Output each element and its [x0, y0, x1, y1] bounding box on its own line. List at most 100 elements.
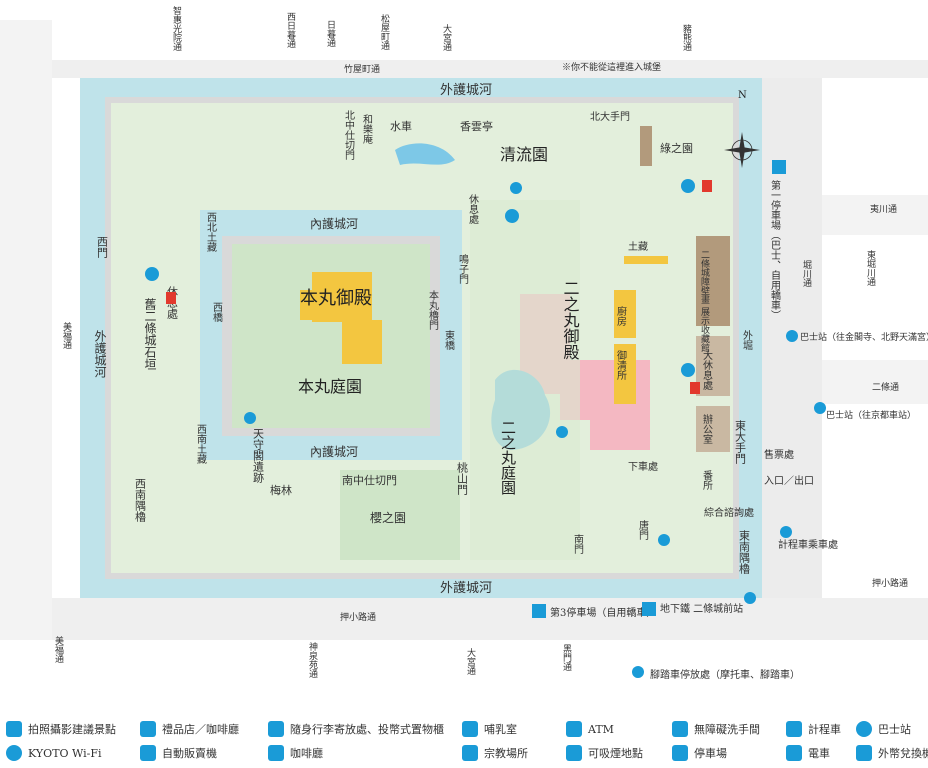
street-omiya-s: 大宮通	[465, 647, 476, 676]
se-turret-label: 東南隅櫓	[738, 530, 751, 575]
taxi-label: 計程車乘車處	[778, 538, 838, 551]
tenshu-ruins-label: 天守閣遺跡	[252, 428, 265, 484]
street-oshikoji-s: 押小路通	[340, 611, 376, 623]
legend-item: 宗教場所	[462, 742, 528, 764]
toilet-icon	[702, 180, 712, 192]
exhibition-hall-label: 二條城障壁畫 展示收藏館	[699, 250, 710, 353]
road-nijo	[822, 360, 928, 404]
legend-item: 禮品店／咖啡廳	[140, 718, 239, 740]
legend-item: 哺乳室	[462, 718, 517, 740]
legend-label: 自動販賣機	[162, 747, 217, 760]
baby-icon	[462, 721, 478, 737]
accessible-toilet-icon[interactable]	[145, 267, 159, 281]
compass-north-icon	[724, 132, 760, 168]
legend-label: 哺乳室	[484, 723, 517, 736]
seiryuen-stream	[395, 143, 455, 165]
legend-item: 巴士站	[856, 718, 911, 740]
bicycle-icon[interactable]	[632, 666, 644, 678]
legend-item: ATM	[566, 718, 614, 740]
honmaru-palace-building	[300, 272, 382, 364]
honmaru-garden-label: 本丸庭園	[298, 377, 362, 396]
street-nishi-higurashi: 西日暮通	[285, 12, 296, 49]
parking-icon[interactable]	[772, 160, 786, 174]
street-omiya-n: 大宮通	[441, 23, 452, 52]
legend-label: 隨身行李寄放處、投幣式置物櫃	[290, 723, 444, 736]
toilet-icon	[166, 292, 176, 304]
street-chieko: 智惠光院通	[171, 5, 182, 52]
taxi-icon[interactable]	[780, 526, 792, 538]
street-oshikoji-e: 押小路通	[872, 577, 908, 589]
midori-garden-label: 綠之園	[660, 141, 693, 155]
street-horikawa: 堀川通	[801, 260, 812, 288]
street-kuromon: 黑門通	[561, 644, 572, 672]
inner-moat-south-label: 內護城河	[310, 444, 358, 459]
taxi-icon	[786, 721, 802, 737]
notice-text: ※你不能從這裡進入城堡	[562, 61, 661, 73]
nw-storehouse-label: 西北土藏	[205, 212, 217, 253]
carriage-porch-label: 下車處	[628, 460, 658, 473]
legend-label: 無障礙洗手間	[694, 723, 760, 736]
north-ote-gate-label: 北大手門	[590, 110, 630, 123]
sw-turret-label: 西南隅櫓	[134, 478, 147, 523]
west-gate-label: 西門	[96, 236, 109, 259]
prayer-icon	[462, 745, 478, 761]
earth-storehouse-label: 土藏	[628, 240, 648, 253]
parking3-label: 第3停車場（自用轎車）	[550, 606, 656, 619]
camera-icon[interactable]	[658, 534, 670, 546]
accessible-toilet-icon[interactable]	[681, 363, 695, 377]
street-matsuya: 松屋町通	[379, 13, 390, 51]
legend-label: KYOTO Wi-Fi	[28, 746, 102, 760]
legend-label: 拍照攝影建議景點	[28, 723, 116, 736]
legend-label: ATM	[588, 722, 614, 736]
ninomaru-palace-label: 二之丸御殿	[561, 280, 580, 360]
road-takeya	[0, 60, 928, 78]
outer-moat-road-label: 外堀	[741, 330, 753, 351]
street-higurashi: 日暮通	[325, 20, 336, 48]
wifi-icon	[6, 745, 22, 761]
accessible-toilet-icon[interactable]	[681, 179, 695, 193]
east-bridge-label: 東橋	[443, 329, 455, 351]
honmaru-palace-label: 本丸御殿	[300, 288, 372, 309]
entrance-label: 入口／出口	[764, 474, 814, 487]
camera-icon[interactable]	[510, 182, 522, 194]
ume-grove-label: 梅林	[270, 483, 292, 497]
legend-item: 外幣兌換機	[856, 742, 928, 764]
road-mifuku	[0, 20, 52, 640]
ticket-label: 售票處	[764, 448, 794, 461]
karamon-label: 唐門	[637, 519, 649, 541]
street-takeya: 竹屋町通	[344, 63, 380, 75]
train-icon[interactable]	[642, 602, 656, 616]
legend-item: 無障礙洗手間	[672, 718, 760, 740]
seiryuen-label: 清流園	[500, 145, 548, 164]
bus-south-label: 巴士站（往京都車站）	[826, 409, 916, 421]
north-nakashikiri-gate-label: 北中仕切門	[343, 110, 355, 161]
street-ebisugawa: 夷川通	[870, 203, 897, 215]
camera-icon[interactable]	[244, 412, 256, 424]
rest-big-label: 大休息處	[701, 349, 713, 391]
legend-label: 咖啡廳	[290, 747, 323, 760]
parking-icon[interactable]	[532, 604, 546, 618]
road-ebisugawa	[822, 195, 928, 235]
toilet-icon	[690, 382, 700, 394]
legend-item: 咖啡廳	[268, 742, 323, 764]
subway-label: 地下鐵 二條城前站	[660, 602, 743, 615]
camera-icon[interactable]	[744, 592, 756, 604]
legend-item: 計程車	[786, 718, 841, 740]
bus-stop-icon[interactable]	[814, 402, 826, 414]
bus-stop-icon[interactable]	[786, 330, 798, 342]
meiji-gate-label: 鳴子門	[457, 253, 469, 285]
west-bridge-label: 西橋	[211, 302, 223, 323]
ninomaru-garden-label: 二之丸庭園	[499, 420, 517, 495]
legend-item: KYOTO Wi-Fi	[6, 742, 102, 764]
locker-icon	[268, 721, 284, 737]
suisha-label: 水車	[390, 119, 412, 133]
office-label: 辦公室	[701, 413, 713, 444]
smoking-icon	[566, 745, 582, 761]
legend-label: 停車場	[694, 747, 727, 760]
legend-label: 電車	[808, 747, 830, 760]
bus-stop-icon	[856, 721, 872, 737]
legend-item: 隨身行李寄放處、投幣式置物櫃	[268, 718, 444, 740]
camera-icon[interactable]	[556, 426, 568, 438]
accessible-toilet-icon[interactable]	[505, 209, 519, 223]
parking-icon	[672, 745, 688, 761]
